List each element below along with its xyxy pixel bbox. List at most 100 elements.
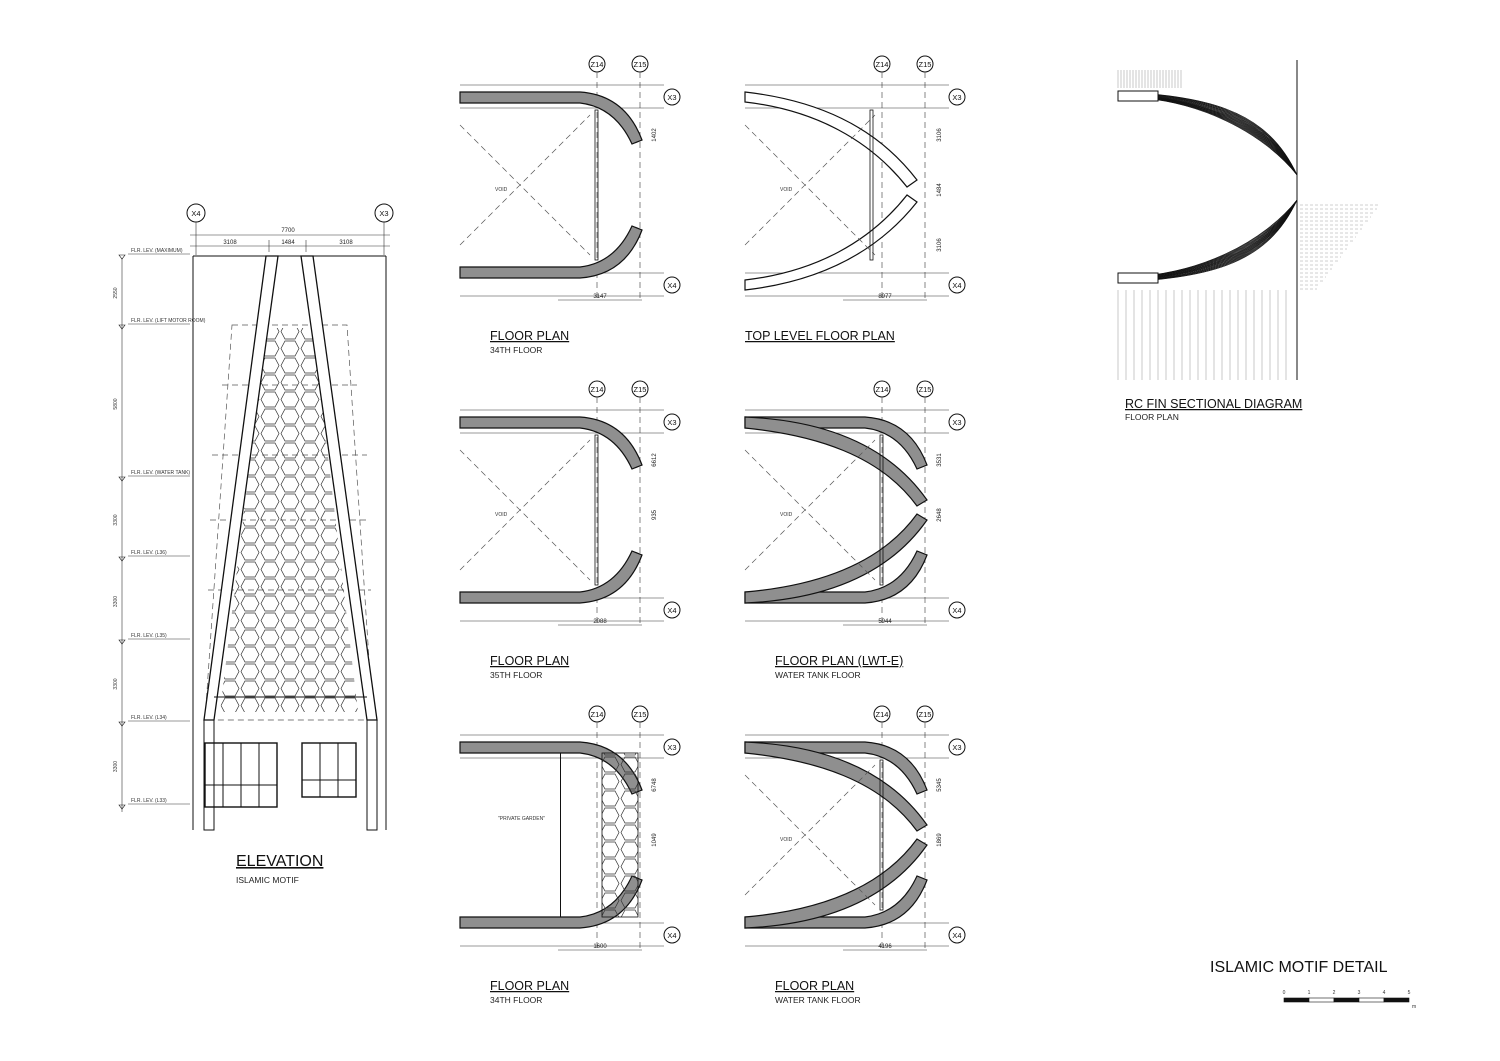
grid-label: X3 [952,418,961,427]
grid-label: Z14 [591,60,604,69]
grid-label: X4 [952,931,961,940]
grid-label: X3 [952,743,961,752]
grid-label: Z14 [876,710,889,719]
plan-void-label: VOID [780,837,793,843]
grid-label: X4 [952,281,961,290]
grid-label: X3 [667,743,676,752]
plan-dimension: 1049 [652,833,658,847]
level-label: FLR. LEV. (L34) [131,715,167,721]
scale-tick-label: 4 [1383,990,1386,996]
plan-subtitle: WATER TANK FLOOR [775,670,861,680]
grid-label: Z15 [634,710,647,719]
grid-label: Z15 [634,60,647,69]
plan-void-label: VOID [780,187,793,193]
plan-void-label: VOID [495,512,508,518]
level-label: FLR. LEV. (MAXIMUM) [131,248,183,254]
elevation-title: ELEVATION [236,853,323,870]
grid-label: Z14 [591,385,604,394]
level-label: FLR. LEV. (LIFT MOTOR ROOM) [131,318,206,324]
plan-dimension: 2088 [593,619,607,625]
plan-title: FLOOR PLAN (LWT-E) [775,654,903,668]
plan-dimension: 5944 [878,619,892,625]
dim-right: 3108 [339,240,353,246]
overall-dimension: 7700 [281,228,295,234]
rc-fin-title: RC FIN SECTIONAL DIAGRAM [1125,397,1302,411]
scale-tick-label: 0 [1283,990,1286,996]
scale-tick-label: 5 [1408,990,1411,996]
grid-label: Z14 [591,710,604,719]
elevation-drawing: X4 X3 7700 3108 1484 3108 [113,203,394,885]
plan-title: FLOOR PLAN [490,329,569,343]
elevation-windows [204,742,357,808]
level-label: FLR. LEV. (L35) [131,633,167,639]
rc-fin-diagram: RC FIN SECTIONAL DIAGRAM FLOOR PLAN [1117,60,1380,422]
plan-dimension: 3106 [937,238,943,252]
grid-label: Z15 [919,710,932,719]
scale-unit: m [1412,1004,1416,1010]
grid-label: X4 [952,606,961,615]
plan-title: FLOOR PLAN [490,654,569,668]
grid-label: X3 [952,93,961,102]
level-dimension: 3300 [113,596,119,607]
grid-label-x3: X3 [379,209,388,218]
level-dimension: 2550 [113,287,119,298]
grid-label: X4 [667,606,676,615]
grid-label: X3 [667,418,676,427]
level-label: FLR. LEV. (L36) [131,550,167,556]
level-dimension: 3300 [113,514,119,525]
plan-dimension: 1869 [937,833,943,847]
plan-dimension: 4196 [878,944,892,950]
grid-label: Z15 [634,385,647,394]
sheet-title: ISLAMIC MOTIF DETAIL [1210,959,1388,976]
grid-label: X4 [667,931,676,940]
plan-dimension: 3106 [937,128,943,142]
plan-dimension: 2648 [937,508,943,522]
grid-label: Z14 [876,385,889,394]
plan-subtitle: 34TH FLOOR [490,345,542,355]
plan-void-label: VOID [495,187,508,193]
dim-middle: 1484 [281,240,295,246]
plan-void-label: "PRIVATE GARDEN" [498,816,545,822]
rc-fin-subtitle: FLOOR PLAN [1125,412,1179,422]
level-label: FLR. LEV. (L33) [131,798,167,804]
plan-dimension: 3531 [937,453,943,467]
plan-dimension: 1600 [593,944,607,950]
level-dimension: 5800 [113,398,119,409]
plan-dimension: 6612 [652,453,658,467]
plan-dimension: 6748 [652,778,658,792]
plan-title: FLOOR PLAN [490,979,569,993]
grid-label: Z15 [919,385,932,394]
plan-subtitle: 34TH FLOOR [490,995,542,1005]
dim-left: 3108 [223,240,237,246]
level-dimension: 3300 [113,678,119,689]
elevation-subtitle: ISLAMIC MOTIF [236,875,299,885]
scale-tick-label: 2 [1333,990,1336,996]
plan-dimension: 3147 [593,294,607,300]
plan-dimension: 1484 [937,183,943,197]
plan-title: FLOOR PLAN [775,979,854,993]
scale-tick-label: 1 [1308,990,1311,996]
grid-label: X3 [667,93,676,102]
grid-label-x4: X4 [191,209,200,218]
plan-dimension: 935 [652,509,658,520]
plan-dimension: 1402 [652,128,658,142]
level-label: FLR. LEV. (WATER TANK) [131,470,190,476]
plan-subtitle: 35TH FLOOR [490,670,542,680]
grid-label: X4 [667,281,676,290]
plan-dimension: 5345 [937,778,943,792]
level-dimension: 3300 [113,761,119,772]
plan-subtitle: WATER TANK FLOOR [775,995,861,1005]
scale-tick-label: 3 [1358,990,1361,996]
grid-label: Z14 [876,60,889,69]
plan-dimension: 8977 [878,294,892,300]
scale-bar: 0 1 2 3 4 5 m [1283,990,1417,1010]
plan-void-label: VOID [780,512,793,518]
